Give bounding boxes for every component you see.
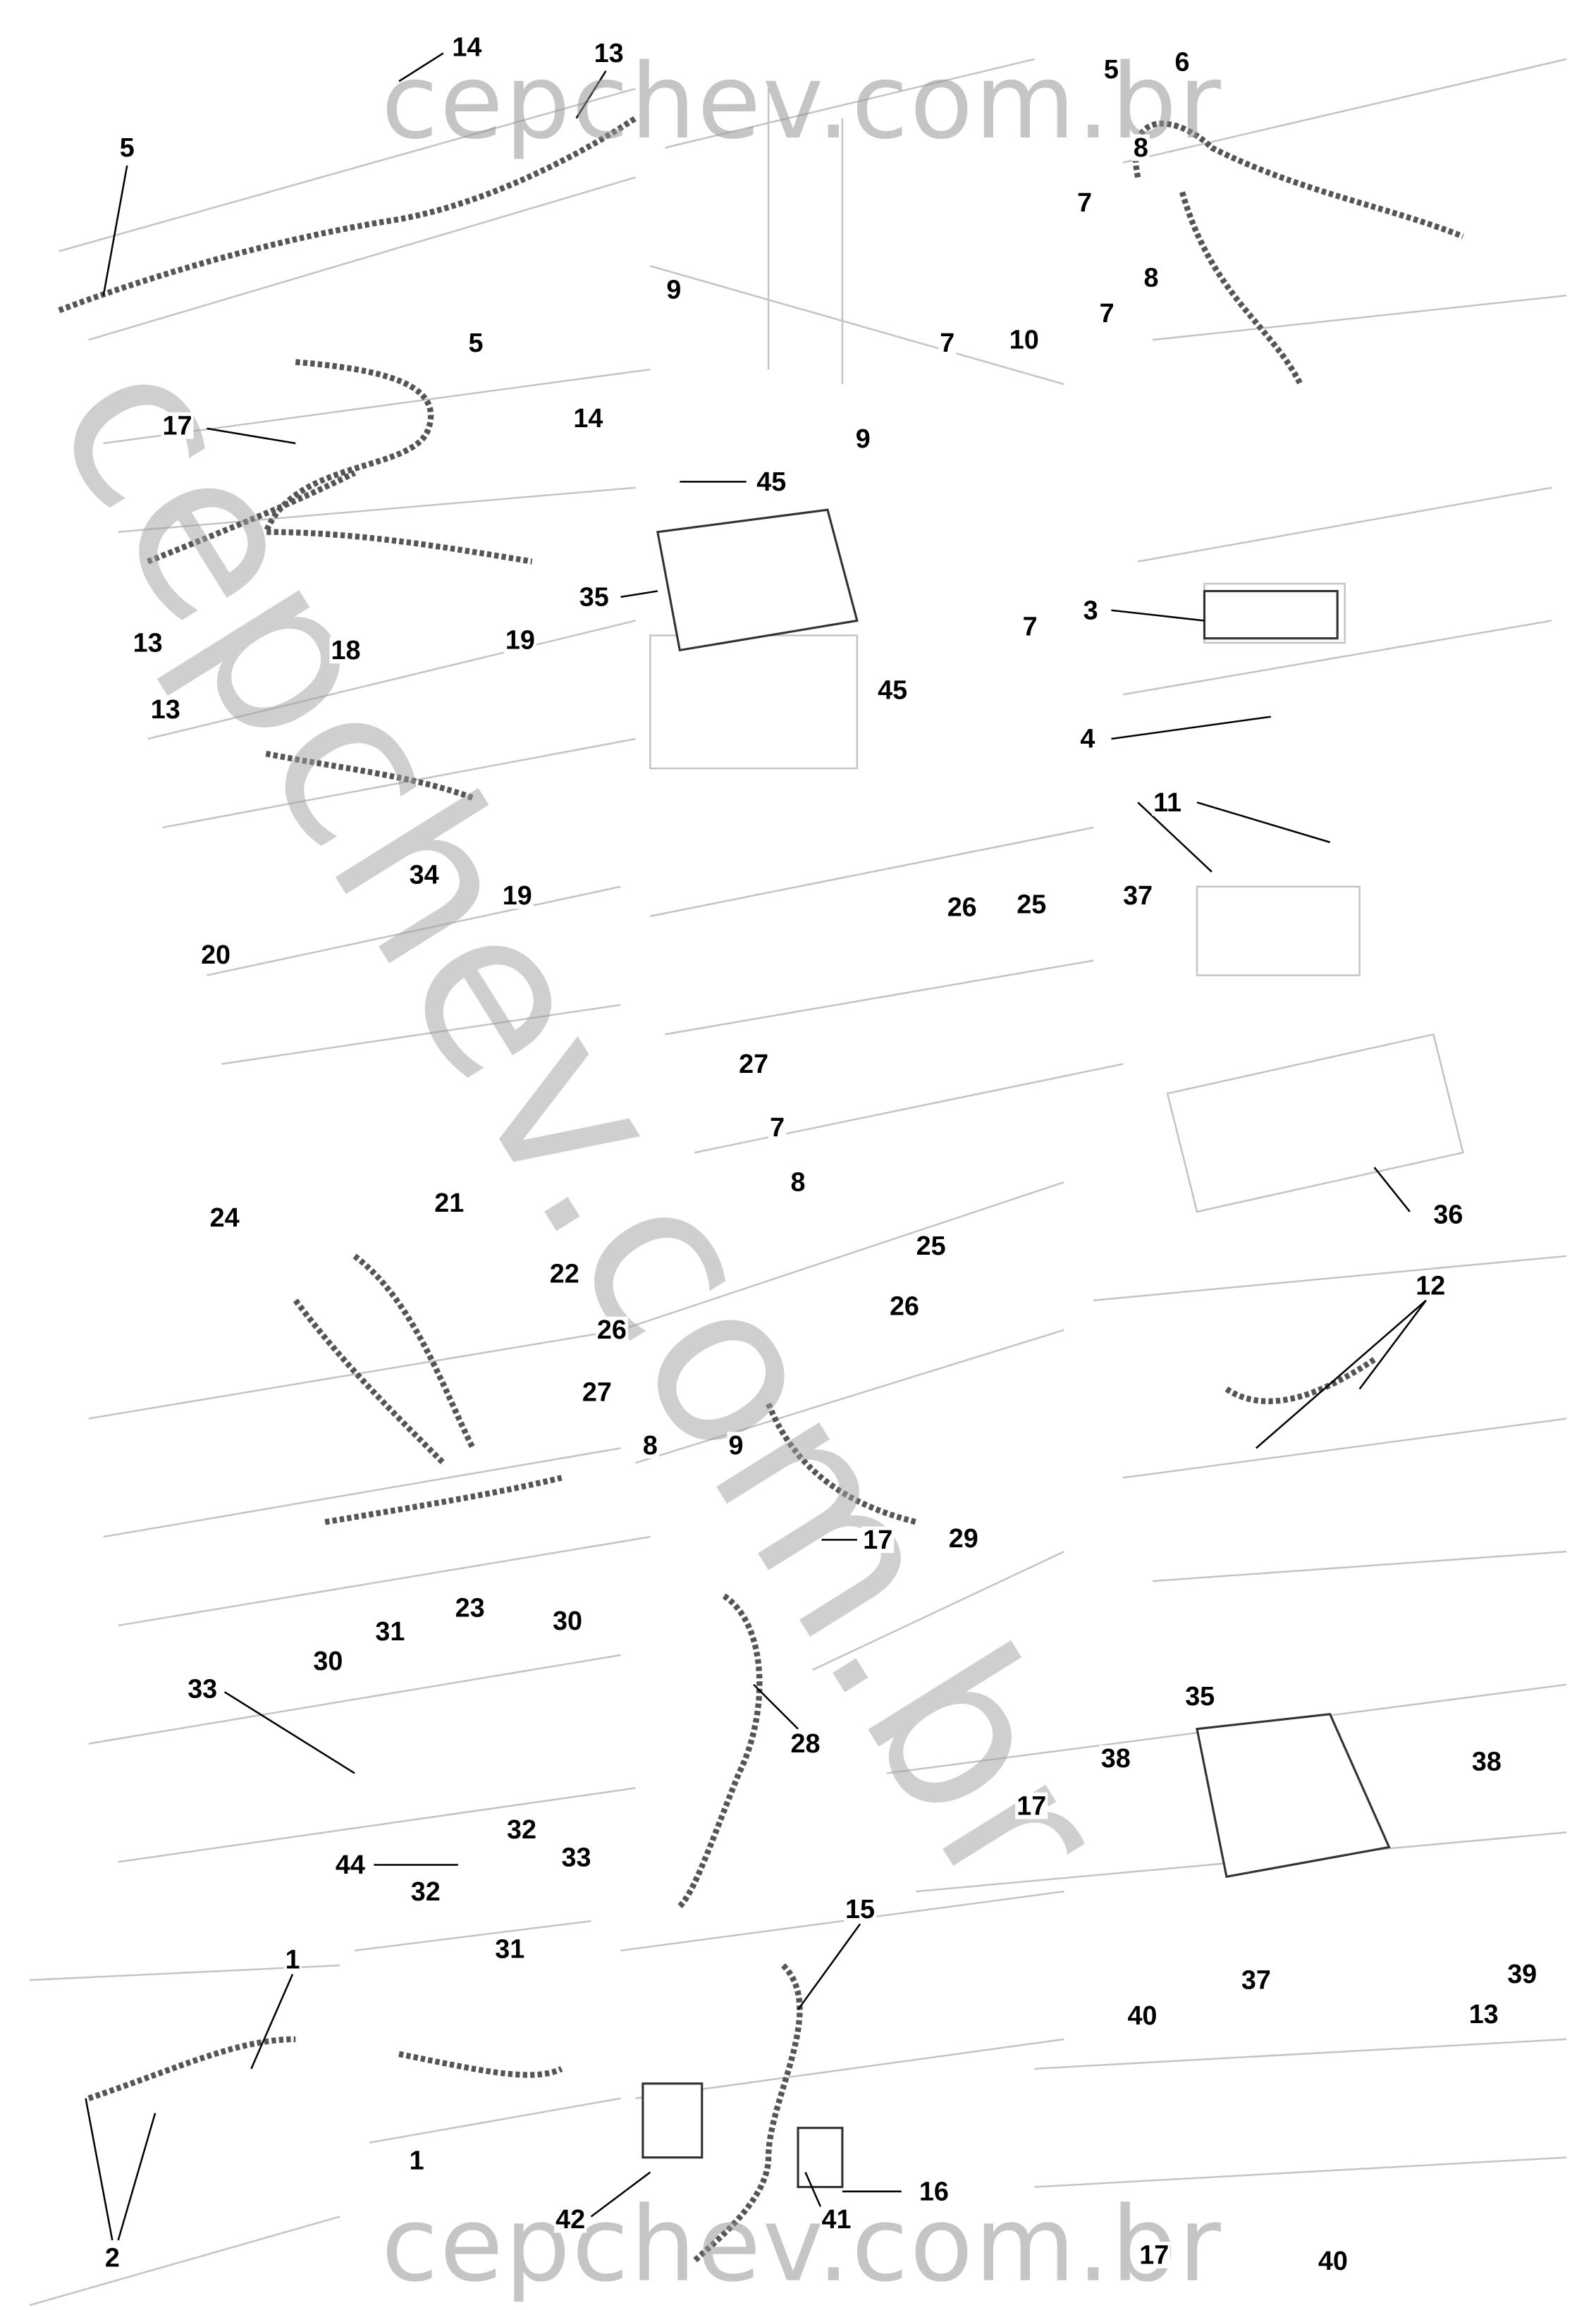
relay-cover: [1196, 1713, 1391, 1879]
callout-19: 19: [503, 627, 536, 653]
callout-13: 13: [131, 629, 164, 656]
callout-8: 8: [641, 1432, 659, 1459]
callout-25: 25: [1015, 891, 1048, 918]
callout-5: 5: [118, 134, 136, 161]
callout-13: 13: [592, 40, 625, 67]
callout-26: 26: [888, 1293, 921, 1320]
callout-10: 10: [1007, 326, 1041, 354]
callout-32: 32: [505, 1816, 539, 1843]
callout-40: 40: [1316, 2247, 1349, 2275]
callout-44: 44: [333, 1852, 367, 1879]
callout-26: 26: [595, 1316, 628, 1344]
callout-18: 18: [329, 637, 362, 664]
callout-26: 26: [945, 894, 978, 921]
callout-28: 28: [789, 1730, 822, 1757]
callout-38: 38: [1099, 1745, 1132, 1772]
callout-35: 35: [577, 584, 610, 610]
callout-13: 13: [149, 696, 182, 723]
callout-7: 7: [1076, 189, 1094, 216]
callout-17: 17: [161, 412, 194, 439]
callout-2: 2: [103, 2244, 121, 2272]
leader-lines: [85, 52, 1427, 2241]
background-line-art: [29, 58, 1567, 2306]
callout-1: 1: [407, 2147, 426, 2174]
callout-8: 8: [1131, 134, 1150, 161]
callout-20: 20: [199, 941, 233, 969]
callout-12: 12: [1414, 1272, 1447, 1299]
callout-33: 33: [560, 1844, 593, 1871]
callout-9: 9: [727, 1432, 745, 1459]
callout-37: 37: [1239, 1967, 1272, 1993]
callout-8: 8: [789, 1169, 807, 1196]
callout-5: 5: [1102, 56, 1121, 83]
callout-24: 24: [208, 1204, 241, 1231]
callout-31: 31: [374, 1618, 407, 1645]
callout-36: 36: [1432, 1201, 1465, 1228]
callout-39: 39: [1506, 1961, 1539, 1988]
callout-7: 7: [768, 1114, 787, 1141]
callout-7: 7: [1021, 613, 1039, 640]
callout-7: 7: [1098, 300, 1116, 327]
callout-41: 41: [820, 2206, 853, 2233]
connector: [642, 2082, 704, 2159]
callout-11: 11: [1152, 789, 1184, 816]
callout-30: 30: [312, 1647, 345, 1674]
callout-6: 6: [1173, 49, 1191, 75]
callout-8: 8: [1142, 264, 1160, 291]
callout-17: 17: [861, 1526, 895, 1554]
callout-23: 23: [453, 1594, 486, 1621]
callout-29: 29: [947, 1525, 980, 1552]
fuse-block-cover: [656, 508, 859, 652]
callout-9: 9: [854, 425, 872, 453]
callout-37: 37: [1122, 882, 1155, 909]
callout-27: 27: [737, 1050, 771, 1078]
callout-32: 32: [409, 1878, 442, 1905]
callout-9: 9: [665, 276, 683, 303]
callout-35: 35: [1184, 1683, 1217, 1709]
callout-25: 25: [914, 1232, 947, 1260]
callout-40: 40: [1126, 2002, 1159, 2029]
callout-45: 45: [755, 468, 788, 495]
callout-13: 13: [1467, 2001, 1500, 2028]
callout-30: 30: [551, 1607, 584, 1635]
callout-14: 14: [450, 34, 484, 61]
callout-31: 31: [493, 1936, 527, 1962]
callout-7: 7: [938, 329, 957, 357]
callout-17: 17: [1015, 1792, 1048, 1819]
watermark-bottom: cepchev.com.br: [381, 2184, 1222, 2306]
watermark-top: cepchev.com.br: [381, 41, 1222, 163]
callout-45: 45: [876, 677, 909, 704]
callout-4: 4: [1079, 725, 1097, 753]
callout-27: 27: [580, 1378, 613, 1406]
components: [642, 508, 1391, 2189]
callout-1: 1: [283, 1946, 302, 1973]
callout-5: 5: [467, 329, 485, 357]
callout-38: 38: [1470, 1748, 1503, 1775]
callout-3: 3: [1081, 596, 1100, 624]
wiring-harnesses: [58, 116, 1464, 2263]
callout-16: 16: [917, 2177, 950, 2205]
callout-33: 33: [186, 1676, 219, 1702]
callout-15: 15: [843, 1896, 877, 1922]
callout-34: 34: [407, 861, 441, 888]
relay: [797, 2127, 844, 2189]
callout-22: 22: [548, 1260, 581, 1287]
callout-14: 14: [572, 405, 605, 432]
callout-42: 42: [554, 2206, 587, 2233]
callout-19: 19: [501, 882, 534, 909]
callout-21: 21: [433, 1189, 466, 1217]
module: [1203, 589, 1339, 640]
callout-17: 17: [1138, 2242, 1171, 2268]
